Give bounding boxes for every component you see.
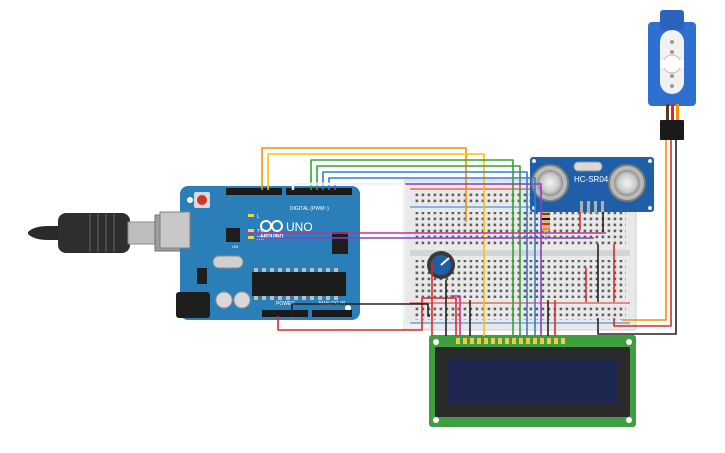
wire-black-servo xyxy=(597,140,677,335)
wire-green-2 xyxy=(316,165,521,336)
wire-purple xyxy=(334,183,542,336)
capacitor xyxy=(215,291,233,309)
led-l-label: L xyxy=(257,214,260,220)
wire-red-servo xyxy=(613,140,672,327)
led-rx-label: RX xyxy=(257,236,265,242)
arduino-uno-board: L TX RX UNO ARDUINO DIGITAL (PWM~) POWER… xyxy=(159,186,360,320)
regulator xyxy=(197,268,207,284)
power-header xyxy=(262,310,308,317)
wire-pink-pot xyxy=(450,295,461,336)
wire-orange-servo xyxy=(622,140,667,321)
reset-button-cap xyxy=(197,195,207,205)
digital-label: DIGITAL (PWM~) xyxy=(290,206,329,212)
usb-jack xyxy=(159,211,191,249)
servo-motor xyxy=(648,10,696,140)
hc-sr04-sensor: HC-SR04 xyxy=(530,157,654,213)
oscillator xyxy=(573,161,603,172)
power-label: POWER xyxy=(276,301,295,307)
transmitter-icon xyxy=(531,164,569,202)
wire-black-ground xyxy=(291,303,430,317)
digital-header-left xyxy=(226,188,282,195)
wires xyxy=(246,140,677,336)
potentiometer-knob-indicator xyxy=(440,257,450,266)
servo-connector xyxy=(660,120,684,140)
mounting-hole xyxy=(345,305,351,311)
receiver-icon xyxy=(608,164,646,202)
atmega-chip xyxy=(252,272,346,296)
brand-label: ARDUINO xyxy=(260,234,283,240)
power-jack xyxy=(176,292,210,318)
sensor-label: HC-SR04 xyxy=(574,175,609,184)
wire-orange xyxy=(261,147,467,222)
lcd-16x2 xyxy=(429,335,636,427)
on-label: ON xyxy=(232,244,238,249)
crystal xyxy=(212,255,244,269)
led-tx-label: TX xyxy=(257,229,264,235)
potentiometer xyxy=(427,251,455,279)
model-label: UNO xyxy=(286,220,313,234)
lcd-screen xyxy=(447,360,618,404)
mounting-hole xyxy=(187,197,193,203)
wire-yellow xyxy=(267,153,485,336)
digital-header-right xyxy=(286,188,352,195)
analog-header xyxy=(312,310,352,317)
icsp-header xyxy=(332,232,348,254)
arduino-logo-icon xyxy=(260,220,283,232)
usb-chip xyxy=(226,228,240,242)
wire-blue xyxy=(322,171,528,336)
capacitor xyxy=(233,291,251,309)
wire-green xyxy=(310,159,514,336)
wire-red-power xyxy=(277,297,457,336)
